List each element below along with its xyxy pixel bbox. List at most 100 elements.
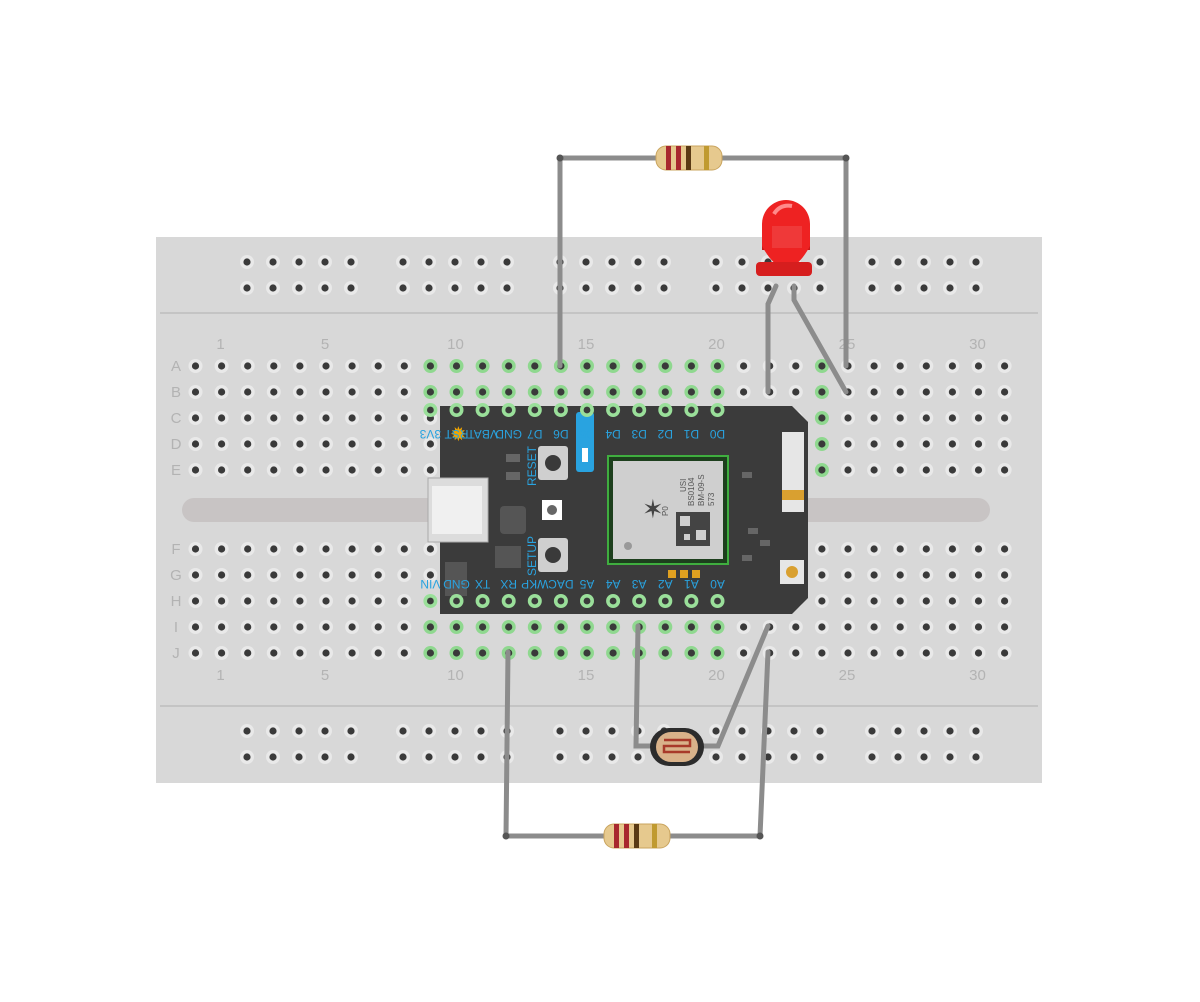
rail-hole xyxy=(738,727,746,735)
module-line: 573 xyxy=(707,492,716,506)
breadboard-hole xyxy=(687,388,696,396)
breadboard-hole xyxy=(322,414,330,422)
resistor-band xyxy=(652,824,657,848)
breadboard-hole xyxy=(244,362,252,370)
rail-hole xyxy=(764,284,772,292)
bottom-pin-label: GND xyxy=(443,577,470,591)
breadboard-hole xyxy=(974,623,983,631)
board-pin xyxy=(427,406,434,414)
breadboard-hole xyxy=(922,362,930,370)
breadboard-hole xyxy=(400,440,408,448)
breadboard-hole xyxy=(740,623,748,631)
breadboard-hole xyxy=(1001,597,1009,605)
top-pin-label: D3 xyxy=(631,427,647,441)
bottom-pin-label-group: TX xyxy=(475,577,490,591)
breadboard-hole xyxy=(740,388,748,396)
breadboard-hole xyxy=(191,414,200,422)
row-letter: I xyxy=(174,619,178,636)
d7-led xyxy=(582,448,588,462)
module-line: BS0104 xyxy=(687,477,696,506)
breadboard-hole xyxy=(844,571,852,579)
bottom-pin-label: RX xyxy=(500,577,517,591)
breadboard-hole xyxy=(218,388,226,396)
breadboard-hole xyxy=(218,545,226,553)
top-pin-label-group: D0 xyxy=(710,427,726,441)
breadboard-hole xyxy=(948,649,957,657)
rail-hole xyxy=(816,727,824,735)
rail-hole xyxy=(451,284,459,292)
bottom-pin-label: A5 xyxy=(579,577,594,591)
breadboard-hole xyxy=(583,362,591,370)
bottom-pin-label-group: RX xyxy=(500,577,517,591)
reset-label-group: RESET xyxy=(525,445,539,486)
breadboard-hole xyxy=(374,440,382,448)
breadboard-hole xyxy=(218,362,226,370)
wire-led-anode xyxy=(791,283,849,395)
component xyxy=(760,540,770,546)
breadboard-hole xyxy=(818,571,826,579)
breadboard-hole xyxy=(348,440,356,448)
breadboard-hole xyxy=(322,362,330,370)
breadboard-hole xyxy=(687,649,696,657)
breadboard-hole xyxy=(1001,362,1009,370)
rail-hole xyxy=(608,258,616,266)
module-model: P0 xyxy=(661,506,670,516)
rail-hole xyxy=(972,727,980,735)
breadboard-hole xyxy=(870,597,878,605)
breadboard-hole xyxy=(609,649,617,657)
breadboard-hole xyxy=(818,414,826,422)
rail-hole xyxy=(269,284,277,292)
breadboard-hole xyxy=(713,388,722,396)
breadboard-hole xyxy=(426,571,434,579)
board-pin xyxy=(661,406,669,414)
breadboard-hole xyxy=(870,649,878,657)
rail-hole xyxy=(321,727,329,735)
breadboard-hole xyxy=(400,466,408,474)
breadboard-hole xyxy=(661,388,669,396)
breadboard-hole xyxy=(583,649,591,657)
rail-hole xyxy=(269,753,277,761)
rail-hole xyxy=(868,753,876,761)
resistor-band xyxy=(686,146,691,170)
breadboard-hole xyxy=(426,623,434,631)
module-brand: USI xyxy=(679,479,688,492)
breadboard-hole xyxy=(896,440,904,448)
top-pin-label: D6 xyxy=(553,427,569,441)
bottom-pin-label-group: DAC xyxy=(548,577,574,591)
breadboard-hole xyxy=(792,649,800,657)
led-highlight xyxy=(772,203,793,216)
board-pin xyxy=(688,406,695,414)
breadboard-hole xyxy=(531,388,539,396)
breadboard-hole xyxy=(400,623,408,631)
breadboard-hole xyxy=(557,388,565,396)
breadboard-hole xyxy=(374,466,382,474)
resistor-band xyxy=(614,824,619,848)
board-pin xyxy=(453,597,460,605)
breadboard-hole xyxy=(479,362,487,370)
bottom-pin-label: VIN xyxy=(420,577,440,591)
breadboard-hole xyxy=(374,623,382,631)
breadboard-hole xyxy=(922,388,930,396)
column-number: 15 xyxy=(578,336,595,353)
breadboard-hole xyxy=(452,623,461,631)
rail-hole xyxy=(920,727,928,735)
breadboard-hole xyxy=(244,571,252,579)
board-pin xyxy=(531,597,539,605)
top-pin-label: D0 xyxy=(710,427,726,441)
breadboard-hole xyxy=(870,545,878,553)
breadboard-hole xyxy=(922,597,930,605)
breadboard-hole xyxy=(452,362,461,370)
bottom-pin-label: A1 xyxy=(684,577,699,591)
setup-label: SETUP xyxy=(525,536,539,576)
breadboard-hole xyxy=(1001,440,1009,448)
component xyxy=(742,472,752,478)
rail-hole xyxy=(347,258,355,266)
breadboard-hole xyxy=(218,414,226,422)
setup-button-cap xyxy=(545,547,561,563)
bottom-pin-label-group: A0 xyxy=(710,577,725,591)
rail-hole xyxy=(738,258,746,266)
rail-hole xyxy=(582,753,590,761)
breadboard-hole xyxy=(818,362,826,370)
